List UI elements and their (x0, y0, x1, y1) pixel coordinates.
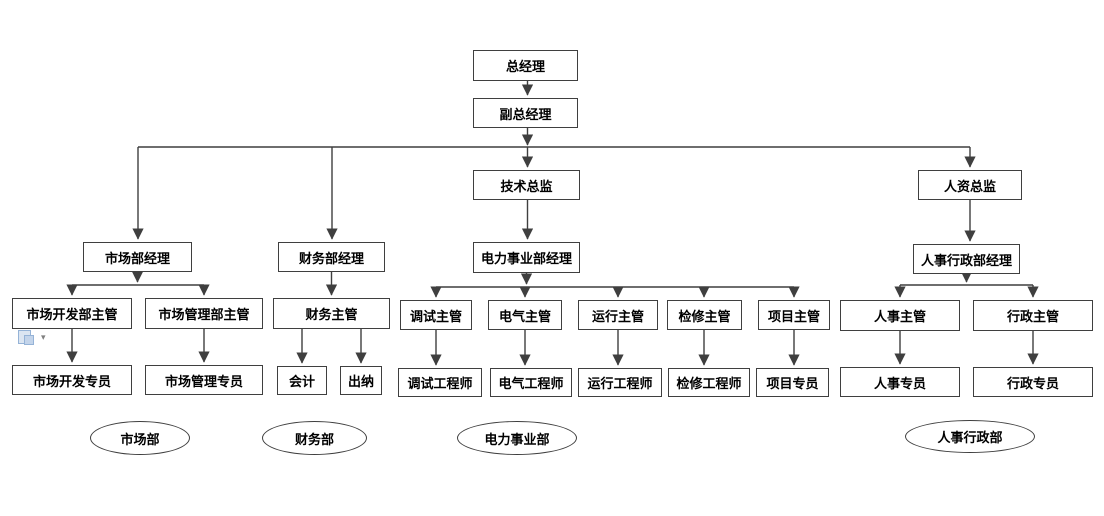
paste-options-dropdown-icon[interactable]: ▾ (41, 333, 46, 343)
org-node-hr-supervisor: 人事主管 (840, 300, 960, 331)
org-node-commissioning-supervisor: 调试主管 (400, 300, 472, 330)
org-node-market-mgmt-supervisor: 市场管理部主管 (145, 298, 263, 329)
org-node-marketing-dept-manager: 市场部经理 (83, 242, 192, 272)
org-node-hr-director: 人资总监 (918, 170, 1022, 200)
org-node-deputy-general-manager: 副总经理 (473, 98, 578, 128)
org-node-technical-director: 技术总监 (473, 170, 580, 200)
org-node-power-division-manager: 电力事业部经理 (473, 242, 580, 273)
dept-ellipse-marketing: 市场部 (90, 421, 190, 455)
org-node-general-manager: 总经理 (473, 50, 578, 81)
org-node-admin-supervisor: 行政主管 (973, 300, 1093, 331)
clipboard-paste-icon (18, 330, 34, 345)
dept-ellipse-hr-admin: 人事行政部 (905, 420, 1035, 453)
org-node-market-dev-specialist: 市场开发专员 (12, 365, 132, 395)
org-node-hr-admin-dept-manager: 人事行政部经理 (913, 244, 1020, 274)
org-node-market-mgmt-specialist: 市场管理专员 (145, 365, 263, 395)
org-node-market-dev-supervisor: 市场开发部主管 (12, 298, 132, 329)
org-node-electrical-engineer: 电气工程师 (490, 368, 572, 397)
dept-ellipse-power: 电力事业部 (457, 421, 577, 455)
org-node-maintenance-supervisor: 检修主管 (667, 300, 742, 330)
dept-ellipse-finance: 财务部 (262, 421, 367, 455)
org-node-finance-supervisor: 财务主管 (273, 298, 390, 329)
org-node-operation-supervisor: 运行主管 (578, 300, 658, 330)
org-node-accountant: 会计 (277, 366, 327, 395)
org-node-cashier: 出纳 (340, 366, 382, 395)
org-node-project-specialist: 项目专员 (756, 368, 829, 397)
org-node-maintenance-engineer: 检修工程师 (668, 368, 750, 397)
org-node-operation-engineer: 运行工程师 (578, 368, 662, 397)
org-node-commissioning-engineer: 调试工程师 (398, 368, 482, 397)
org-node-hr-specialist: 人事专员 (840, 367, 960, 397)
org-node-finance-dept-manager: 财务部经理 (278, 242, 385, 272)
paste-options-button[interactable]: ▾ (18, 330, 58, 348)
org-node-admin-specialist: 行政专员 (973, 367, 1093, 397)
org-node-project-supervisor: 项目主管 (758, 300, 830, 330)
org-node-electrical-supervisor: 电气主管 (488, 300, 562, 330)
